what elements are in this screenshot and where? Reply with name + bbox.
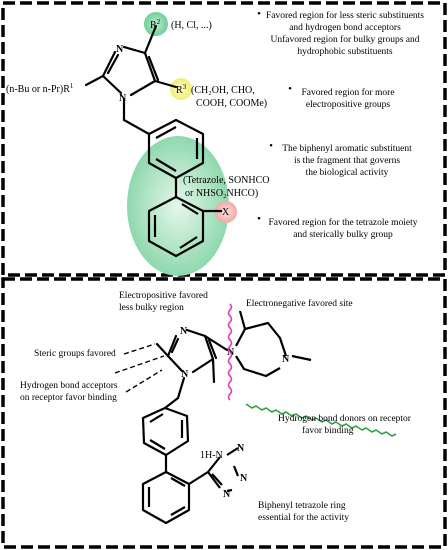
electropositive-line-2: less bulky region (119, 303, 184, 313)
hbd-line-1: Hydrogen bond donors on receptor (278, 414, 412, 424)
piperazine-n-right: N (282, 354, 290, 365)
imidazole-n-top-b: N (180, 326, 188, 337)
tetrazole-n2: N (240, 473, 248, 484)
note-1-line-4: hydrophobic substituents (297, 47, 393, 57)
biphenyl-line-1: Biphenyl tetrazole ring (258, 501, 346, 511)
note-2-line-2: electropositive groups (306, 100, 390, 110)
note-1: • Favored region for less steric substit… (257, 8, 424, 57)
r3-region (170, 78, 192, 100)
r3-options-1: (CH₂OH, CHO, (191, 85, 255, 96)
r2-options: (H, Cl, ...) (171, 20, 212, 31)
imidazole-n-bottom-b: N (181, 369, 189, 380)
x-label: X (222, 207, 230, 218)
note-3-line-2: is the fragment that governs (294, 155, 400, 166)
bottom-panel-border (1, 277, 447, 549)
electronegative-label: Electronegative favored site (246, 298, 353, 309)
r3-options-2: COOH, COOMe) (196, 98, 267, 109)
imidazole-n-top: N (116, 44, 124, 55)
note-1-line-3: Unfavored region for bulky groups and (270, 34, 419, 45)
hba-line-1: Hydrogen bond acceptors (20, 381, 118, 391)
hbd-line-2: favor binding (302, 425, 354, 436)
x-options-2: or NHSO₂NHCO) (185, 188, 258, 199)
steric-label: Steric groups favored (34, 348, 116, 359)
note-1-line-2: and hydrogen bond acceptors (289, 23, 401, 33)
biphenyl-line-2: essential for the activity (258, 512, 349, 523)
bottom-notes: Electropositive favored less bulky regio… (20, 290, 412, 523)
note-4: • Favored region for the tetrazole moiet… (257, 213, 418, 240)
top-structure: N N R2 (H, Cl, ...) (n-Bu or n-Pr)R1 R3 … (6, 12, 270, 276)
r2-region (144, 12, 168, 36)
hba-line-2: on receptor favor binding (20, 392, 117, 403)
r3-label: R3 (176, 83, 187, 96)
r2-label: R2 (150, 18, 161, 31)
note-2-bullet: • (288, 83, 292, 95)
x-region (215, 201, 237, 223)
bottom-structure: N N N N (141, 310, 312, 525)
electropositive-line-1: Electropositive favored (119, 290, 208, 301)
note-3-bullet: • (269, 140, 273, 152)
x-options-1: (Tetrazole, SONHCO (183, 175, 270, 186)
imidazole-n-bottom: N (119, 93, 127, 104)
note-2-line-1: Favored region for more (301, 87, 394, 98)
note-4-line-1: Favored region for the tetrazole moiety (268, 217, 417, 228)
note-1-line-1: Favored region for less steric substitue… (266, 10, 424, 21)
tetrazole-n3: N (223, 489, 231, 500)
note-4-line-2: and sterically bulky group (293, 230, 393, 240)
note-3: • The biphenyl aromatic substituent is t… (269, 140, 412, 178)
electronegative-divider (227, 303, 233, 401)
note-1-bullet: • (257, 8, 261, 20)
tetrazole-n1: N (237, 443, 245, 454)
top-notes: • Favored region for less steric substit… (257, 8, 424, 240)
tetrazole-nh: 1H-N (200, 450, 223, 461)
note-3-line-1: The biphenyl aromatic substituent (282, 144, 412, 154)
hbd-divider (245, 403, 397, 437)
note-4-bullet: • (257, 213, 261, 225)
annotation-leaders (114, 343, 165, 393)
r1-label: (n-Bu or n-Pr)R1 (6, 82, 74, 95)
top-panel-border (1, 1, 447, 277)
note-3-line-3: the biological activity (306, 168, 389, 178)
note-2: • Favored region for more electropositiv… (288, 83, 394, 110)
